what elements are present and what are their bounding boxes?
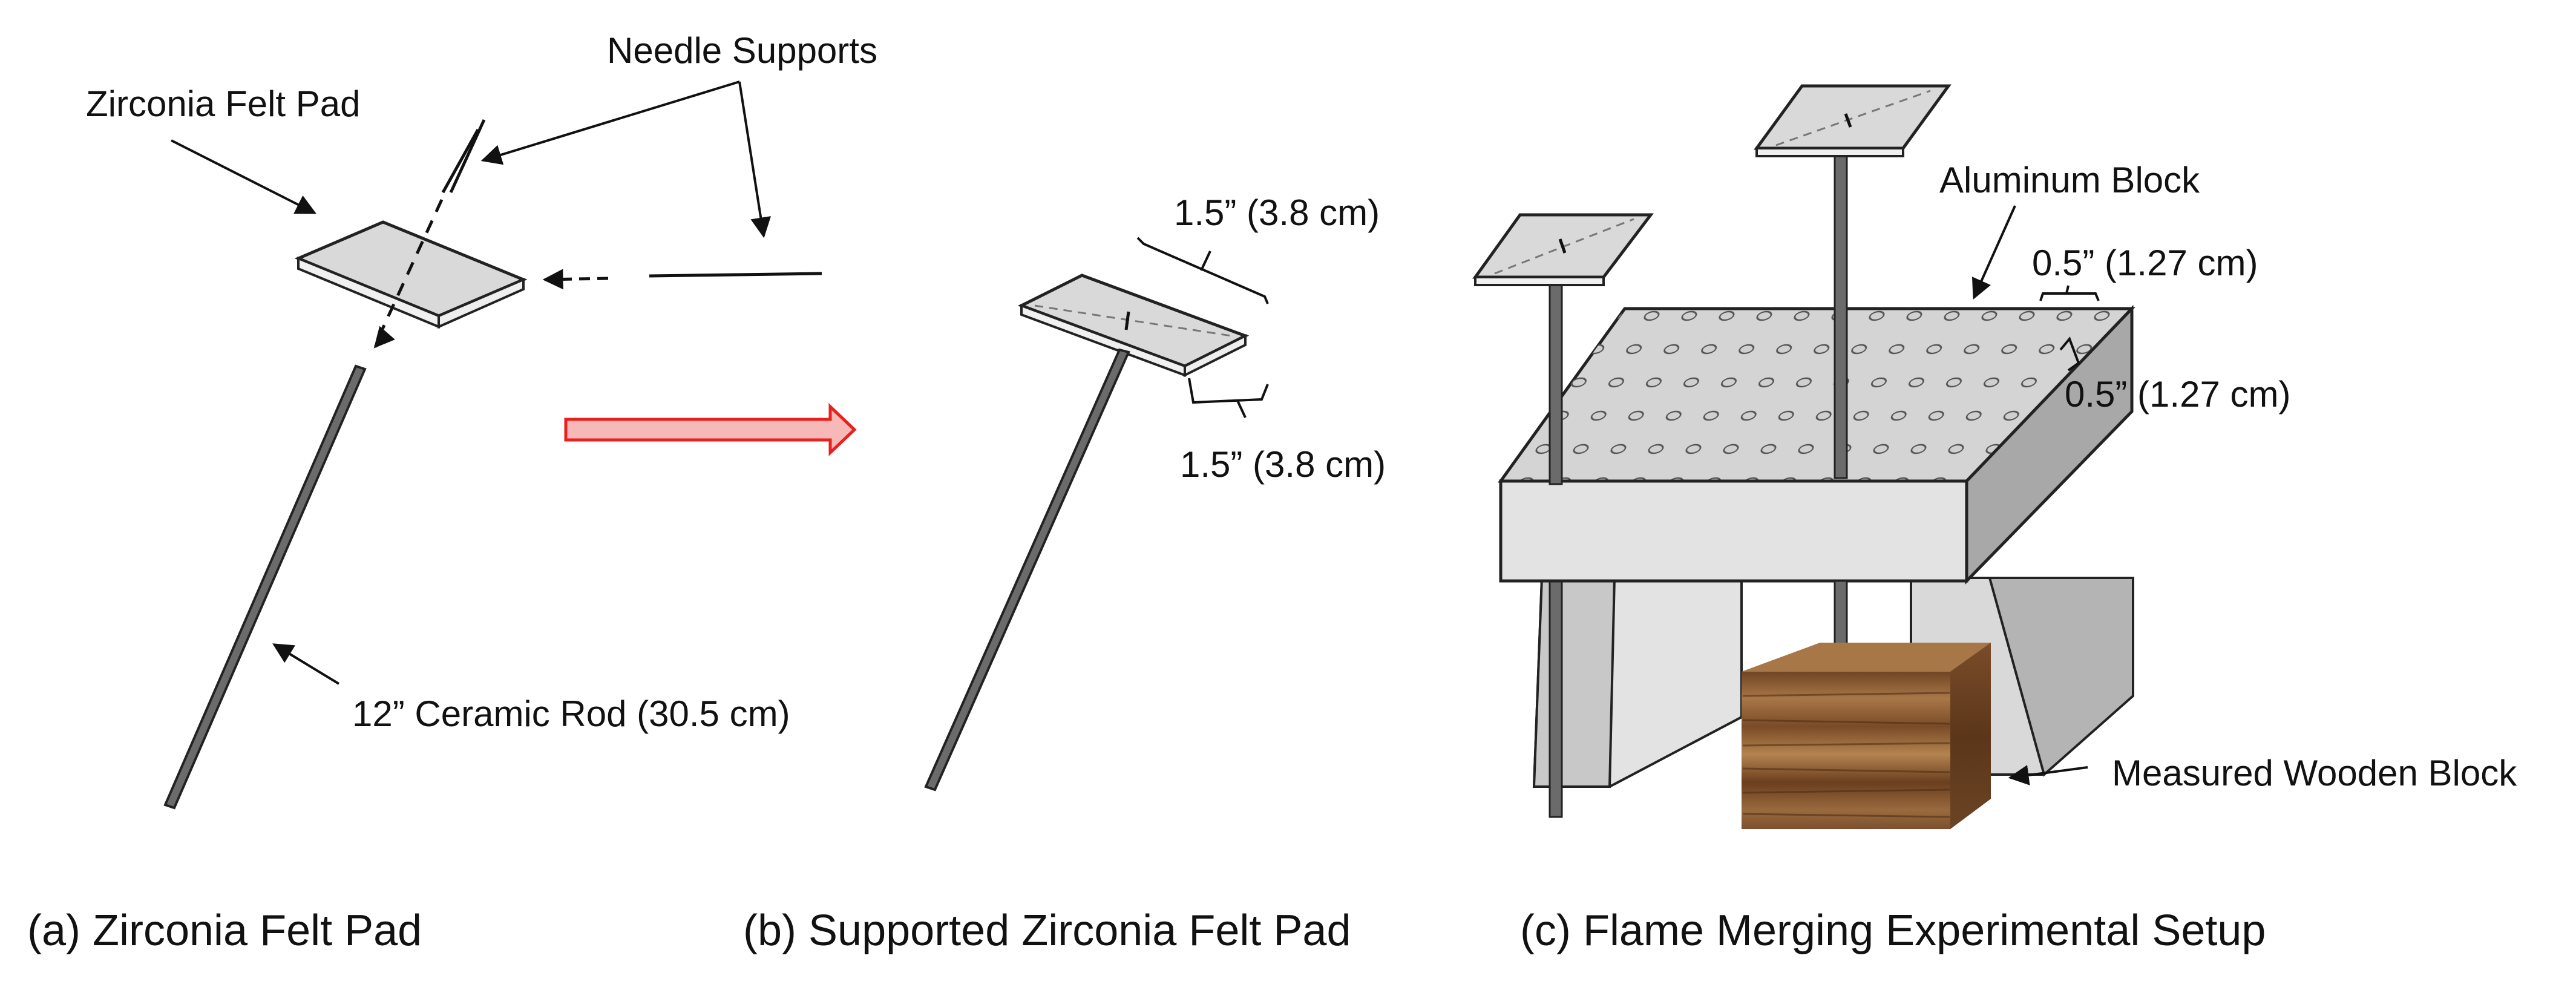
dim-bracket-bottom (1188, 378, 1269, 404)
rod-pointer (272, 643, 340, 685)
ceramic-rod-c-center (1834, 149, 1848, 479)
spacing-y-label: 0.5” (1.27 cm) (2065, 374, 2290, 415)
aluminum-block-label: Aluminum Block (1939, 160, 2200, 200)
dim-top-label: 1.5” (3.8 cm) (1174, 192, 1380, 233)
dim-bottom-label: 1.5” (3.8 cm) (1180, 444, 1386, 485)
wooden-block-pointer (2008, 765, 2088, 785)
felt-pad-pointer (171, 139, 317, 214)
needle-pointer-1 (480, 80, 740, 165)
wooden-block-side (1950, 643, 1991, 829)
insertion-arrow (373, 326, 395, 349)
ceramic-rod-c-left (1549, 277, 1563, 485)
felt-pad-a (294, 220, 528, 329)
aluminum-block-holes (1501, 309, 2132, 481)
ceramic-rod-label: 12” Ceramic Rod (30.5 cm) (352, 693, 790, 734)
dim-bracket-top-tick (1200, 251, 1211, 271)
support-leg-right-side (1988, 577, 2134, 777)
needle-pointer-2 (738, 81, 772, 238)
spacing-bracket-x (2039, 292, 2100, 301)
spacing-x-label: 0.5” (1.27 cm) (2032, 243, 2258, 283)
aluminum-block-front (1499, 479, 1968, 583)
felt-pad-c-left-needle-mark (1558, 238, 1567, 254)
ceramic-rod-a (163, 364, 367, 810)
felt-pad-c-left-diagonal (1494, 218, 1634, 275)
spacing-bracket-x-tick (2065, 285, 2070, 294)
felt-pad-c-center-edge (1755, 147, 1904, 157)
felt-pad-b-diagonal (1034, 304, 1232, 337)
felt-pad-b-needle-mark (1124, 311, 1130, 330)
panel-b: 1.5” (3.8 cm) 1.5” (3.8 cm) (b) Supporte… (743, 192, 1386, 955)
needle-supports-label: Needle Supports (607, 30, 877, 71)
transition-arrow (564, 403, 857, 456)
aluminum-block-side (1965, 304, 2134, 585)
caption-c: (c) Flame Merging Experimental Setup (1520, 906, 2266, 955)
insertion-guide-line (373, 198, 444, 346)
needle-insert-arrow (542, 269, 609, 290)
needle-support-horizontal (649, 272, 822, 278)
caption-b: (b) Supported Zirconia Felt Pad (743, 906, 1351, 955)
wooden-block (1742, 643, 1991, 829)
dim-bracket-top (1136, 237, 1269, 304)
wooden-block-shape (1742, 643, 1991, 829)
dim-bracket-bottom-tick (1236, 400, 1247, 418)
felt-pad-label: Zirconia Felt Pad (86, 84, 361, 124)
spacing-bracket-y (2059, 336, 2080, 372)
felt-pad-c-center-diagonal (1775, 90, 1931, 146)
caption-a: (a) Zirconia Felt Pad (27, 906, 422, 955)
panel-a: Zirconia Felt Pad Needle Supports 12” Ce… (27, 30, 877, 955)
aluminum-block-pointer (1971, 205, 2016, 300)
panel-c: Aluminum Block 0.5” (1.27 cm) 0.5” (1.27… (1472, 84, 2517, 955)
needle-support-1 (449, 119, 486, 194)
ceramic-rod-b (924, 348, 1130, 792)
wooden-block-label: Measured Wooden Block (2112, 753, 2517, 793)
felt-pad-b-edge-side (1184, 333, 1247, 378)
wood-grain (1742, 692, 1950, 818)
ceramic-rod-c-center-lower (1834, 580, 1848, 649)
needle-support-2 (441, 128, 480, 194)
ceramic-rod-c-left-lower (1549, 574, 1563, 818)
felt-pad-c-left-edge (1474, 276, 1605, 286)
felt-pad-c-center-needle-mark (1844, 113, 1852, 128)
support-leg-left-side (1532, 577, 1616, 788)
wooden-block-top (1742, 643, 1991, 672)
